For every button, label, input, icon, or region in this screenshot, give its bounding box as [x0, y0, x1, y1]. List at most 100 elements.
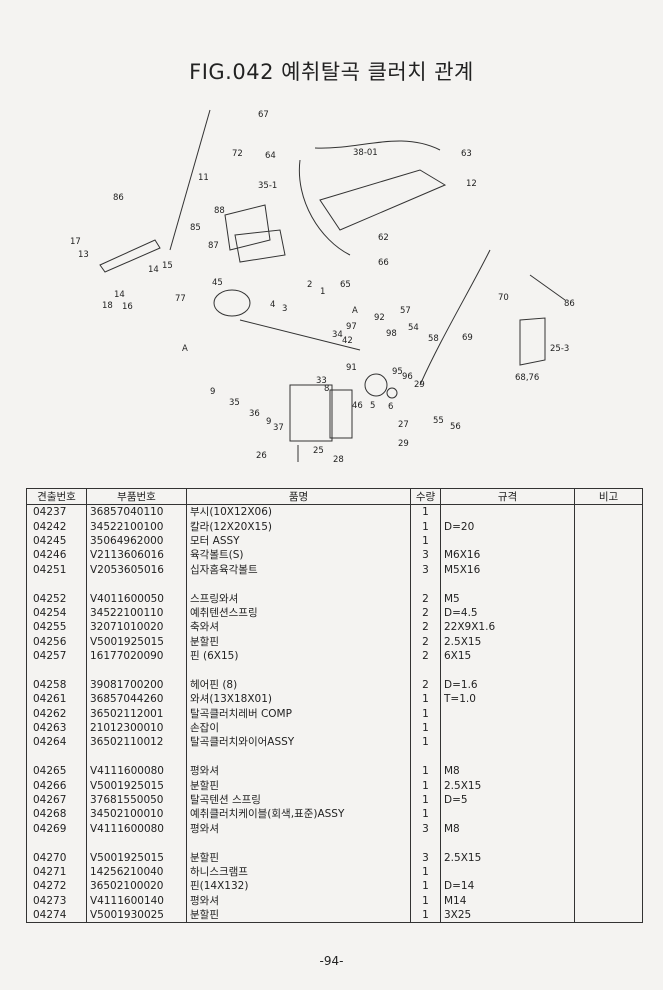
table-header-row: 견출번호 부품번호 품명 수량 규격 비고 — [26, 488, 643, 505]
svg-text:9: 9 — [210, 387, 215, 397]
svg-text:97: 97 — [346, 322, 357, 332]
svg-text:33: 33 — [316, 376, 327, 386]
table-cell: 1 — [410, 735, 441, 750]
svg-text:9: 9 — [266, 417, 271, 427]
bracket-28 — [329, 389, 353, 439]
table-cell: 와셔(13X18X01) — [186, 692, 411, 707]
svg-text:69: 69 — [462, 333, 473, 343]
table-cell: 1 — [410, 893, 441, 908]
svg-text:88: 88 — [214, 206, 225, 216]
svg-text:67: 67 — [258, 110, 269, 120]
svg-text:87: 87 — [208, 241, 219, 251]
table-cell-empty — [410, 663, 441, 678]
table-cell: 36502100020 — [86, 879, 187, 894]
table-cell: 육각볼트(S) — [186, 548, 411, 563]
table-cell: V5001925015 — [86, 850, 187, 865]
table-cell: 분할핀 — [186, 907, 411, 924]
svg-text:91: 91 — [346, 363, 357, 373]
table-cell-empty — [574, 749, 643, 765]
table-cell-empty — [574, 648, 643, 664]
svg-text:25-3: 25-3 — [550, 344, 569, 354]
table-cell-empty — [574, 850, 643, 865]
svg-text:15: 15 — [162, 261, 173, 271]
svg-text:92: 92 — [374, 313, 385, 323]
table-cell: 3X25 — [440, 907, 575, 924]
table-cell-empty — [186, 576, 411, 592]
table-cell: 분할핀 — [186, 634, 411, 649]
table-cell: 핀 (6X15) — [186, 648, 411, 664]
table-cell: 04258 — [26, 677, 87, 693]
table-cell: 탈곡클러치레버 COMP — [186, 706, 411, 721]
table-cell: D=5 — [440, 792, 575, 808]
svg-text:56: 56 — [450, 422, 461, 432]
table-cell — [440, 720, 575, 736]
table-cell-empty — [574, 677, 643, 693]
svg-text:13: 13 — [78, 250, 89, 260]
svg-text:29: 29 — [398, 439, 409, 449]
table-cell: 1 — [410, 764, 441, 779]
svg-text:95: 95 — [392, 367, 403, 377]
table-cell: 21012300010 — [86, 720, 187, 736]
table-cell: 3 — [410, 850, 441, 865]
table-cell-empty — [574, 591, 643, 606]
table-cell-empty — [440, 576, 575, 592]
svg-text:28: 28 — [333, 455, 344, 465]
svg-text:57: 57 — [400, 306, 411, 316]
svg-text:68,76: 68,76 — [515, 373, 539, 383]
svg-text:14: 14 — [114, 290, 125, 300]
table-cell — [440, 807, 575, 822]
table-cell: V4111600080 — [86, 764, 187, 779]
table-cell: 04237 — [26, 504, 87, 520]
table-cell-empty — [26, 749, 87, 765]
table-cell: 2 — [410, 677, 441, 693]
table-cell: 분할핀 — [186, 850, 411, 865]
table-cell: 1 — [410, 778, 441, 793]
table-cell-empty — [574, 548, 643, 563]
figure-title: FIG.042 예취탈곡 클러치 관계 — [189, 60, 474, 84]
table-cell-empty — [574, 663, 643, 678]
table-cell: 2 — [410, 591, 441, 606]
table-cell: 하니스크램프 — [186, 864, 411, 880]
table-spacer-row — [26, 749, 643, 765]
table-spacer-row — [26, 576, 643, 592]
table-cell — [440, 735, 575, 750]
table-cell-empty — [440, 663, 575, 678]
table-cell: 탈곡텐션 스프링 — [186, 792, 411, 808]
table-cell: 2.5X15 — [440, 634, 575, 649]
table-cell: 35064962000 — [86, 533, 187, 549]
svg-text:77: 77 — [175, 294, 186, 304]
table-cell-empty — [574, 893, 643, 908]
table-cell: 39081700200 — [86, 677, 187, 693]
svg-text:3: 3 — [282, 304, 287, 314]
table-cell — [440, 504, 575, 520]
svg-text:12: 12 — [466, 179, 477, 189]
col-header-part-name: 품명 — [186, 488, 411, 505]
table-cell: D=14 — [440, 879, 575, 894]
table-cell: V4011600050 — [86, 591, 187, 606]
table-cell: D=20 — [440, 519, 575, 534]
svg-text:98: 98 — [386, 329, 397, 339]
table-cell-empty — [574, 735, 643, 750]
table-cell: 2.5X15 — [440, 778, 575, 793]
table-cell: 2.5X15 — [440, 850, 575, 865]
table-cell: 핀(14X132) — [186, 879, 411, 894]
cable-64 — [314, 140, 441, 151]
svg-text:62: 62 — [378, 233, 389, 243]
table-cell: 04262 — [26, 706, 87, 721]
table-cell: 22X9X1.6 — [440, 620, 575, 635]
table-cell: 손잡이 — [186, 720, 411, 736]
svg-text:6: 6 — [388, 402, 393, 412]
table-cell: 04256 — [26, 634, 87, 649]
table-cell: 1 — [410, 533, 441, 549]
table-cell: V2113606016 — [86, 548, 187, 563]
bracket-25-3 — [519, 317, 546, 366]
svg-text:1: 1 — [320, 287, 325, 297]
table-cell: 예취클러치케이블(회색,표준)ASSY — [186, 807, 411, 822]
